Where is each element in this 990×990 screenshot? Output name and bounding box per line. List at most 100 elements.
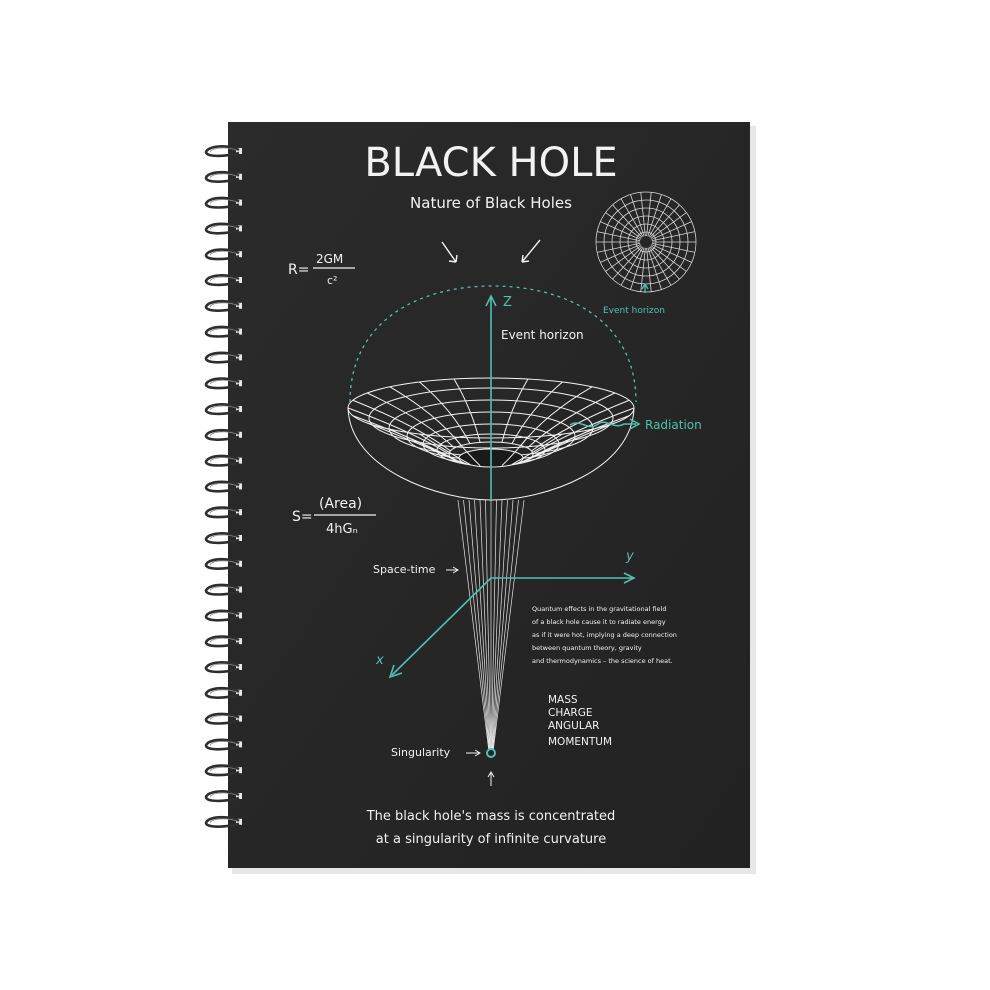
coil-highlight — [209, 741, 240, 746]
svg-text:R=: R= — [288, 262, 309, 278]
coil-ring — [204, 454, 240, 467]
disk-spoke — [646, 247, 652, 292]
x-axis — [391, 577, 492, 676]
coil-ring — [204, 299, 240, 312]
coil-ring — [204, 377, 240, 390]
caption-line-1: The black hole's mass is concentrated — [366, 809, 616, 824]
funnel-spoke — [531, 399, 630, 452]
coil-ring — [204, 428, 240, 441]
quantum-text-block: Quantum effects in the gravitational fie… — [532, 605, 677, 665]
coil-highlight — [209, 612, 240, 617]
funnel-spoke — [419, 433, 471, 465]
funnel-spoke — [352, 399, 451, 452]
coil-ring — [204, 196, 240, 209]
coil-highlight — [209, 354, 240, 359]
coil-ring — [204, 815, 240, 828]
coil-highlight — [209, 302, 240, 308]
coil-highlight — [209, 766, 240, 772]
coordinate-axes — [388, 294, 636, 679]
disk-spoke — [646, 192, 652, 237]
funnel-spoke — [419, 381, 471, 444]
space-time-label: Space-time — [373, 563, 436, 576]
disk-spoke — [648, 246, 672, 286]
coil-ring — [204, 712, 240, 725]
coil-highlight — [209, 663, 240, 669]
funnel-spoke — [366, 422, 455, 461]
coil-highlight — [209, 250, 240, 256]
coil-ring — [204, 325, 240, 338]
disk-spoke — [600, 221, 641, 240]
svg-text:c²: c² — [327, 274, 337, 287]
event-horizon-small-label: Event horizon — [603, 306, 665, 316]
disk-spoke — [650, 245, 687, 272]
disk-spoke — [651, 242, 695, 253]
disk-arrow — [641, 283, 649, 293]
coil-ring — [204, 403, 240, 416]
coil-ring — [204, 170, 240, 183]
throat-line — [491, 499, 503, 750]
funnel-spoke — [527, 422, 616, 461]
disk-spoke — [648, 198, 672, 238]
coil-highlight — [209, 792, 240, 798]
radius-formula: R= 2GM c² — [288, 252, 355, 287]
svg-text:4hGₙ: 4hGₙ — [326, 522, 358, 537]
coil-ring — [204, 506, 240, 519]
coil-highlight — [209, 431, 240, 437]
disk-spoke — [597, 242, 641, 253]
disk-spoke — [649, 246, 680, 280]
svg-text:and thermodynamics – the scien: and thermodynamics – the science of heat… — [532, 657, 673, 665]
funnel-spoke — [501, 378, 529, 443]
funnel-spoke — [366, 392, 455, 449]
coil-ring — [204, 738, 240, 751]
coil-ring — [204, 274, 240, 287]
disk-spoke — [605, 245, 642, 272]
radiation-arrow — [629, 418, 641, 430]
coil-ring — [204, 351, 240, 364]
disk-spoke — [647, 247, 662, 290]
funnel-spoke — [532, 407, 635, 455]
funnel-spoke — [352, 415, 451, 458]
binding-hole — [236, 251, 242, 258]
throat-line — [485, 499, 491, 750]
coil-ring — [204, 609, 240, 622]
singularity-arrow — [466, 749, 481, 757]
throat-line — [493, 499, 525, 750]
throat-line — [468, 499, 490, 750]
coil-ring — [204, 686, 240, 699]
coil-ring — [204, 145, 240, 158]
svg-text:(Area): (Area) — [319, 496, 362, 512]
spiral-binding — [204, 145, 240, 828]
singularity-up-arrow — [487, 771, 495, 786]
disk-spoke — [649, 204, 680, 238]
svg-text:MASS: MASS — [548, 694, 578, 706]
coil-ring — [204, 222, 240, 235]
disk-spoke — [612, 204, 643, 238]
svg-text:CHARGE: CHARGE — [548, 707, 592, 719]
disk-spoke — [651, 221, 692, 240]
coil-highlight — [209, 508, 240, 514]
coil-highlight — [209, 147, 240, 153]
throat-line — [492, 499, 519, 750]
coil-highlight — [209, 715, 240, 720]
svg-text:as if it were hot, implying a: as if it were hot, implying a deep conne… — [532, 631, 677, 639]
coil-ring — [204, 532, 240, 545]
svg-text:ANGULAR: ANGULAR — [548, 720, 599, 732]
axis-x-label: x — [375, 653, 384, 668]
throat-line — [491, 499, 497, 750]
coil-highlight — [209, 276, 240, 282]
coil-highlight — [209, 199, 240, 204]
throat-line — [474, 499, 491, 750]
disk-spoke — [620, 246, 644, 286]
coil-ring — [204, 557, 240, 570]
coil-highlight — [209, 405, 240, 411]
disk-spoke — [605, 212, 642, 239]
singularity-point — [486, 748, 496, 758]
disk-spoke — [651, 244, 692, 263]
event-horizon-disk — [595, 191, 697, 293]
funnel-spoke — [511, 381, 563, 444]
svg-text:S=: S= — [292, 509, 313, 525]
funnel-spoke — [527, 392, 616, 449]
funnel-spoke — [389, 386, 462, 446]
funnel-spoke — [347, 407, 450, 455]
